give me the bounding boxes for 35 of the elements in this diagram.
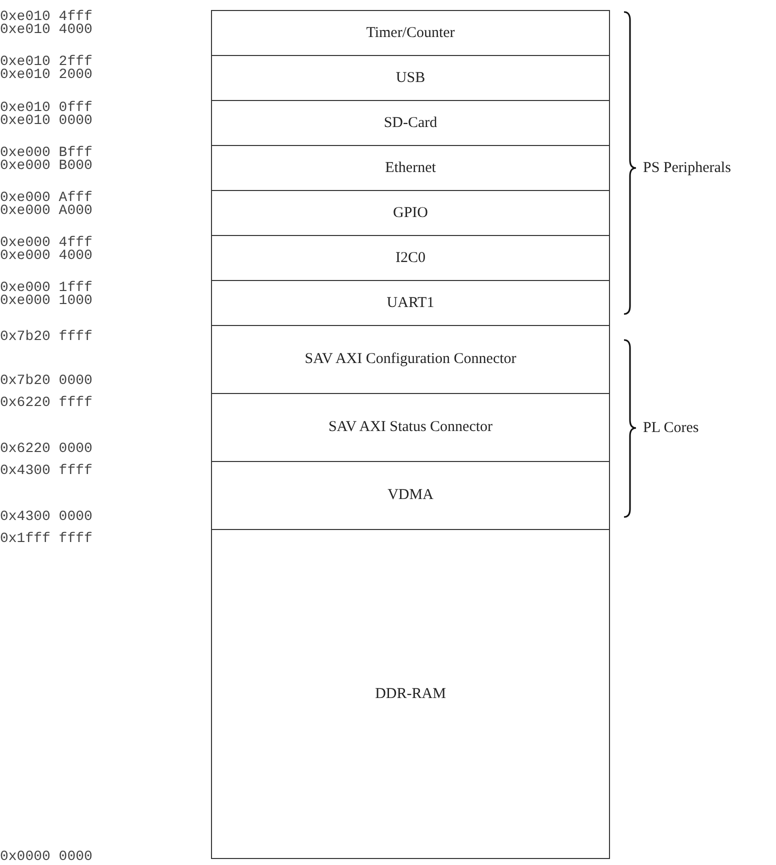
address-label: 0x1fff ffff <box>0 532 92 546</box>
group-label: PL Cores <box>643 420 699 436</box>
address-label: 0xe000 Afff <box>0 191 92 205</box>
memory-region: VDMA <box>211 461 610 530</box>
memory-region: SAV AXI Status Connector <box>211 393 610 462</box>
address-label: 0xe010 4000 <box>0 23 92 37</box>
address-label: 0xe010 4fff <box>0 10 92 24</box>
address-label: 0xe000 A000 <box>0 204 92 218</box>
address-label: 0xe010 0fff <box>0 101 92 115</box>
address-label: 0x0000 0000 <box>0 850 92 864</box>
memory-region: DDR-RAM <box>211 529 610 859</box>
address-label: 0xe010 2fff <box>0 55 92 69</box>
address-label: 0x4300 0000 <box>0 510 92 524</box>
address-label: 0xe010 0000 <box>0 114 92 128</box>
memory-region: USB <box>211 55 610 101</box>
address-label: 0x6220 ffff <box>0 396 92 410</box>
address-label: 0xe000 B000 <box>0 159 92 173</box>
address-label: 0xe000 1fff <box>0 281 92 295</box>
address-label: 0x7b20 ffff <box>0 330 92 344</box>
address-label: 0x7b20 0000 <box>0 374 92 388</box>
address-label: 0xe000 Bfff <box>0 146 92 160</box>
memory-region: SD-Card <box>211 100 610 146</box>
address-label: 0x4300 ffff <box>0 464 92 478</box>
memory-region: Timer/Counter <box>211 10 610 56</box>
group-label: PS Peripherals <box>643 160 731 176</box>
address-label: 0x6220 0000 <box>0 442 92 456</box>
address-label: 0xe000 4fff <box>0 236 92 250</box>
memory-region: SAV AXI Configuration Connector <box>211 325 610 394</box>
memory-region: UART1 <box>211 280 610 326</box>
address-label: 0xe000 1000 <box>0 294 92 308</box>
address-label: 0xe010 2000 <box>0 68 92 82</box>
memory-region: GPIO <box>211 190 610 236</box>
address-label: 0xe000 4000 <box>0 249 92 263</box>
memory-region: I2C0 <box>211 235 610 281</box>
memory-region: Ethernet <box>211 145 610 191</box>
